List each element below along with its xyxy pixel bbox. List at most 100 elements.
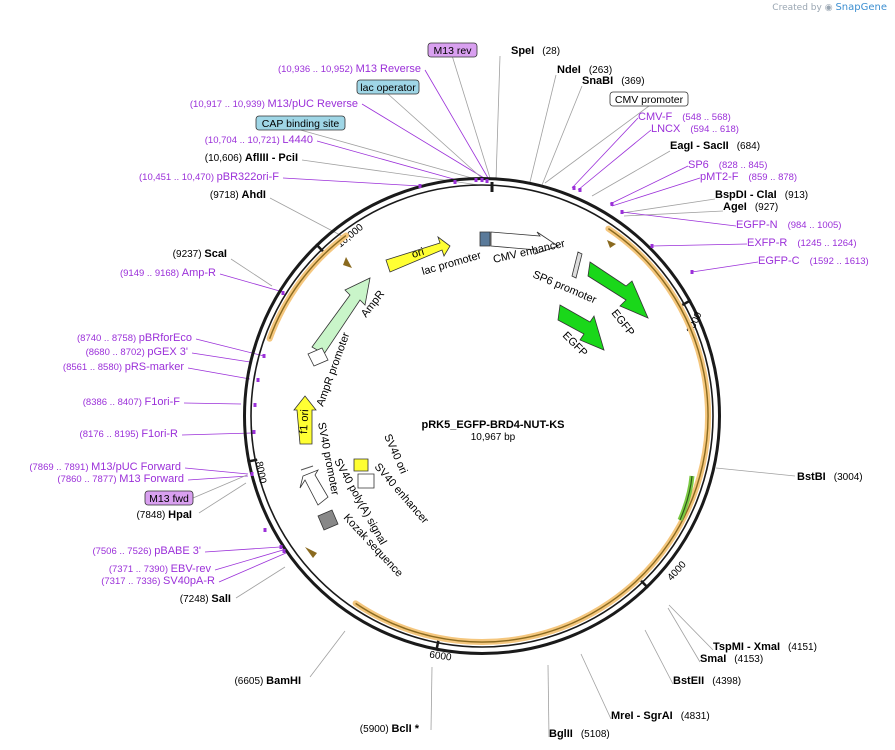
primer-label[interactable]: (7506 .. 7526) pBABE 3' (92, 545, 201, 557)
site-label[interactable]: BstBI(3004) (797, 471, 863, 483)
primer-range: (984 .. 1005) (788, 220, 842, 231)
site-label[interactable]: SpeI(28) (511, 45, 560, 57)
site-name: BstEII (673, 675, 704, 687)
site-name-2: - SgrAI (634, 710, 673, 722)
primer-leader (181, 432, 253, 436)
sv40-polya-block (317, 509, 339, 531)
site-label[interactable]: (9237) ScaI (173, 248, 227, 260)
primer-label[interactable]: (8561 .. 8580) pRS-marker (63, 361, 184, 373)
primer-label[interactable]: EXFP-R(1245 .. 1264) (747, 237, 857, 249)
primer-leader (609, 165, 689, 205)
primer-name: pRS-marker (125, 361, 185, 373)
primer-leader (651, 243, 748, 247)
site-name: AgeI (723, 201, 747, 213)
primer-name: M13/pUC Reverse (268, 98, 358, 110)
primer-label[interactable]: pMT2-F(859 .. 878) (700, 171, 797, 183)
primer-label[interactable]: (7317 .. 7336) SV40pA-R (101, 575, 215, 587)
site-leader (230, 258, 273, 287)
primer-marker (620, 210, 624, 214)
orf-arc-left (268, 234, 347, 339)
site-label[interactable]: AgeI(927) (723, 201, 778, 213)
plasmid-size: 10,967 bp (471, 432, 516, 443)
primer-leader (218, 552, 287, 583)
primer-label[interactable]: EGFP-C(1592 .. 1613) (758, 255, 869, 267)
primer-label[interactable]: (8680 .. 8702) pGEX 3' (86, 346, 188, 358)
primer-label[interactable]: (10,917 .. 10,939) M13/pUC Reverse (190, 98, 358, 110)
site-name-2: - PciI (269, 152, 298, 164)
f1-ori-arrow (293, 395, 317, 445)
site-label[interactable]: (6605) BamHI (234, 675, 301, 687)
primer-name: M13/pUC Forward (91, 461, 181, 473)
primer-label[interactable]: (7860 .. 7877) M13 Forward (57, 473, 184, 485)
primer-marker (572, 186, 576, 190)
site-label[interactable]: MreI - SgrAI(4831) (611, 710, 710, 722)
feature-box-leader (192, 474, 248, 499)
site-name: BclI * (391, 723, 419, 735)
site-name: HpaI (168, 509, 192, 521)
primer-label[interactable]: (8176 .. 8195) F1ori-R (80, 428, 179, 440)
primer-label[interactable]: (10,451 .. 10,470) pBR322ori-F (139, 171, 279, 183)
site-label[interactable]: (10,606) AflIII - PciI (205, 152, 298, 164)
primer-label[interactable]: (7371 .. 7390) EBV-rev (109, 563, 212, 575)
primer-leader (282, 177, 421, 187)
tick-mark (640, 579, 649, 589)
primer-marker (256, 378, 260, 382)
primer-name: EXFP-R (747, 237, 787, 249)
primer-marker (250, 472, 254, 476)
primer-range: (8740 .. 8758) (77, 333, 139, 344)
site-leader (495, 55, 501, 181)
site-label[interactable]: (7248) SalI (180, 593, 231, 605)
primer-range: (10,704 .. 10,721) (205, 135, 283, 146)
primer-range: (7860 .. 7877) (57, 474, 119, 485)
primer-range: (7506 .. 7526) (92, 546, 154, 557)
site-leader (541, 85, 583, 186)
feature-box[interactable] (356, 79, 420, 95)
feature-box[interactable] (427, 42, 478, 58)
primer-name: LNCX (651, 123, 681, 135)
primer-label[interactable]: (8740 .. 8758) pBRforEco (77, 332, 192, 344)
site-label[interactable]: EagI - SacII(684) (670, 140, 760, 152)
primer-leader (187, 475, 249, 481)
primer-label[interactable]: (7869 .. 7891) M13/pUC Forward (29, 461, 181, 473)
site-leader (668, 604, 714, 651)
primer-marker (578, 188, 582, 192)
lac-operator-block (479, 231, 491, 247)
orf-arrowhead (343, 257, 352, 268)
primer-marker (281, 291, 285, 295)
primer-label[interactable]: EGFP-N(984 .. 1005) (736, 219, 841, 231)
site-label[interactable]: TspMI - XmaI(4151) (713, 641, 817, 653)
sp6-promoter-block (571, 251, 583, 279)
primer-label[interactable]: (10,704 .. 10,721) L4440 (205, 134, 313, 146)
primer-range: (10,451 .. 10,470) (139, 172, 217, 183)
site-leader (529, 74, 557, 183)
site-label[interactable]: BglII(5108) (549, 728, 610, 740)
sv40-enhancer-block (357, 473, 375, 489)
primer-label[interactable]: (9149 .. 9168) Amp-R (120, 267, 216, 279)
primer-range: (7371 .. 7390) (109, 564, 171, 575)
primer-range: (828 .. 845) (719, 160, 768, 171)
site-label[interactable]: BspDI - ClaI(913) (715, 189, 808, 201)
site-label[interactable]: (5900) BclI * (360, 723, 420, 735)
primer-label[interactable]: (8386 .. 8407) F1ori-F (83, 396, 181, 408)
site-name: BglII (549, 728, 573, 740)
feature-box[interactable] (255, 115, 346, 131)
site-label[interactable]: SnaBI(369) (582, 75, 645, 87)
site-position: (4151) (788, 642, 817, 653)
site-label[interactable]: BstEII(4398) (673, 675, 741, 687)
primer-label[interactable]: (10,936 .. 10,952) M13 Reverse (278, 63, 421, 75)
site-label[interactable]: (7848) HpaI (136, 509, 192, 521)
site-label[interactable]: (9718) AhdI (210, 189, 266, 201)
primer-label[interactable]: CMV-F(548 .. 568) (638, 111, 731, 123)
primer-name: EGFP-C (758, 255, 800, 267)
brand-prefix: Created by (772, 3, 822, 13)
site-label[interactable]: NdeI(263) (557, 64, 612, 76)
feature-box[interactable] (144, 490, 194, 506)
feature-box-leader (544, 105, 650, 184)
site-label[interactable]: SmaI(4153) (700, 653, 763, 665)
primer-label[interactable]: SP6(828 .. 845) (688, 159, 767, 171)
feature-box[interactable] (609, 91, 689, 107)
site-leader (667, 607, 701, 663)
primer-label[interactable]: LNCX(594 .. 618) (651, 123, 739, 135)
